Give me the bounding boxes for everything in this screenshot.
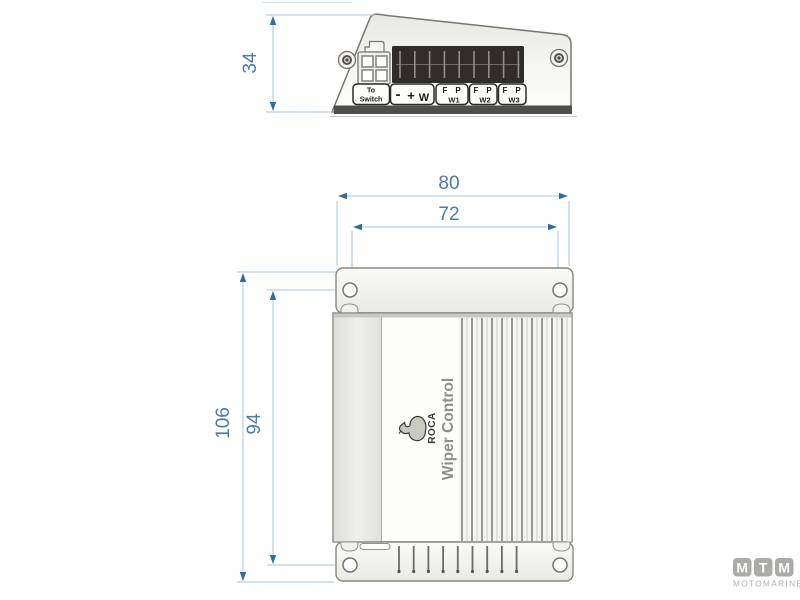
terminal-screw-ticks: [399, 51, 520, 78]
label-w1: W1: [448, 96, 459, 105]
label-w2-f: F: [474, 86, 479, 95]
label-w3-f: F: [503, 86, 508, 95]
branding-group: ROCA Wiper Control: [398, 378, 457, 480]
top-flange-right-boss: [552, 303, 571, 314]
terminal-label-w1: [435, 83, 469, 106]
brand-text: ROCA: [427, 412, 438, 443]
label-w: W: [419, 92, 430, 104]
mtm-letter-m2: M: [778, 560, 790, 576]
mtm-letter-t: T: [759, 560, 768, 576]
mtm-square-2: [754, 558, 773, 577]
mounting-hole-bottom-left: [342, 557, 358, 573]
label-w1-p: P: [455, 86, 461, 95]
top-flange: [335, 267, 574, 314]
top-view-base-bar: [334, 105, 572, 114]
mounting-hole-bottom-right: [552, 557, 568, 573]
bottom-flange-left-boss: [340, 541, 359, 552]
terminal-label-power: [389, 83, 435, 106]
mtm-letter-m1: M: [736, 560, 748, 576]
bottom-flange: [335, 541, 574, 582]
front-view: 80 72 106 94: [213, 173, 574, 583]
label-switch: Switch: [360, 97, 383, 104]
left-screw-icon: [337, 50, 357, 70]
mounting-hole-top-left: [342, 282, 358, 298]
dimension-34-label: 34: [240, 52, 261, 74]
mtm-square-3: [775, 558, 794, 577]
label-plus: +: [407, 88, 415, 103]
product-name-text: Wiper Control: [440, 378, 457, 480]
mtm-square-1: [733, 558, 752, 577]
label-minus: -: [396, 86, 401, 103]
label-w1-f: F: [443, 86, 448, 95]
dimension-34: 34: [240, 14, 376, 113]
dimension-106: 106: [213, 271, 337, 583]
dimension-80-label: 80: [438, 173, 459, 194]
mtm-watermark: M T M MOTOMARINE: [733, 558, 800, 589]
terminal-label-w2: [468, 83, 498, 106]
dimension-72-label: 72: [438, 204, 459, 225]
right-screw-icon: [549, 48, 569, 68]
dimension-72: 72: [351, 204, 559, 285]
heatsink-rib-lines-thin: [466, 318, 568, 541]
terminal-label-w3: [497, 83, 527, 106]
dimension-94-label: 94: [244, 413, 265, 435]
heatsink-rib-lines: [461, 318, 563, 541]
motomarine-text: MOTOMARINE: [733, 580, 800, 589]
bottom-flange-right-boss: [552, 541, 571, 552]
top-view: To Switch - + W F P W1 F P W2 F P W3 34: [240, 2, 577, 117]
bottom-flange-groove: [359, 543, 391, 550]
dimension-80: 80: [336, 173, 570, 266]
vent-slots: [397, 546, 519, 574]
label-w2: W2: [479, 96, 490, 105]
label-to: To: [367, 88, 375, 95]
heatsink-zone: [458, 317, 572, 542]
roca-bird-logo-icon: [398, 415, 427, 442]
label-w2-p: P: [486, 86, 492, 95]
terminal-label-strip: To Switch - + W F P W1 F P W2 F P W3: [352, 83, 527, 106]
body-top-shadow: [334, 313, 571, 318]
mounting-hole-top-right: [552, 282, 568, 298]
label-w3-p: P: [515, 86, 521, 95]
connector-tab: [364, 40, 385, 53]
dimension-94: 94: [244, 289, 344, 566]
switch-connector-pins: [361, 55, 388, 82]
top-flange-left-boss: [340, 303, 359, 314]
label-w3: W3: [508, 96, 519, 105]
body-left-panel: [334, 317, 381, 542]
dimension-106-label: 106: [213, 407, 234, 439]
terminal-label-to-switch: [352, 83, 391, 106]
